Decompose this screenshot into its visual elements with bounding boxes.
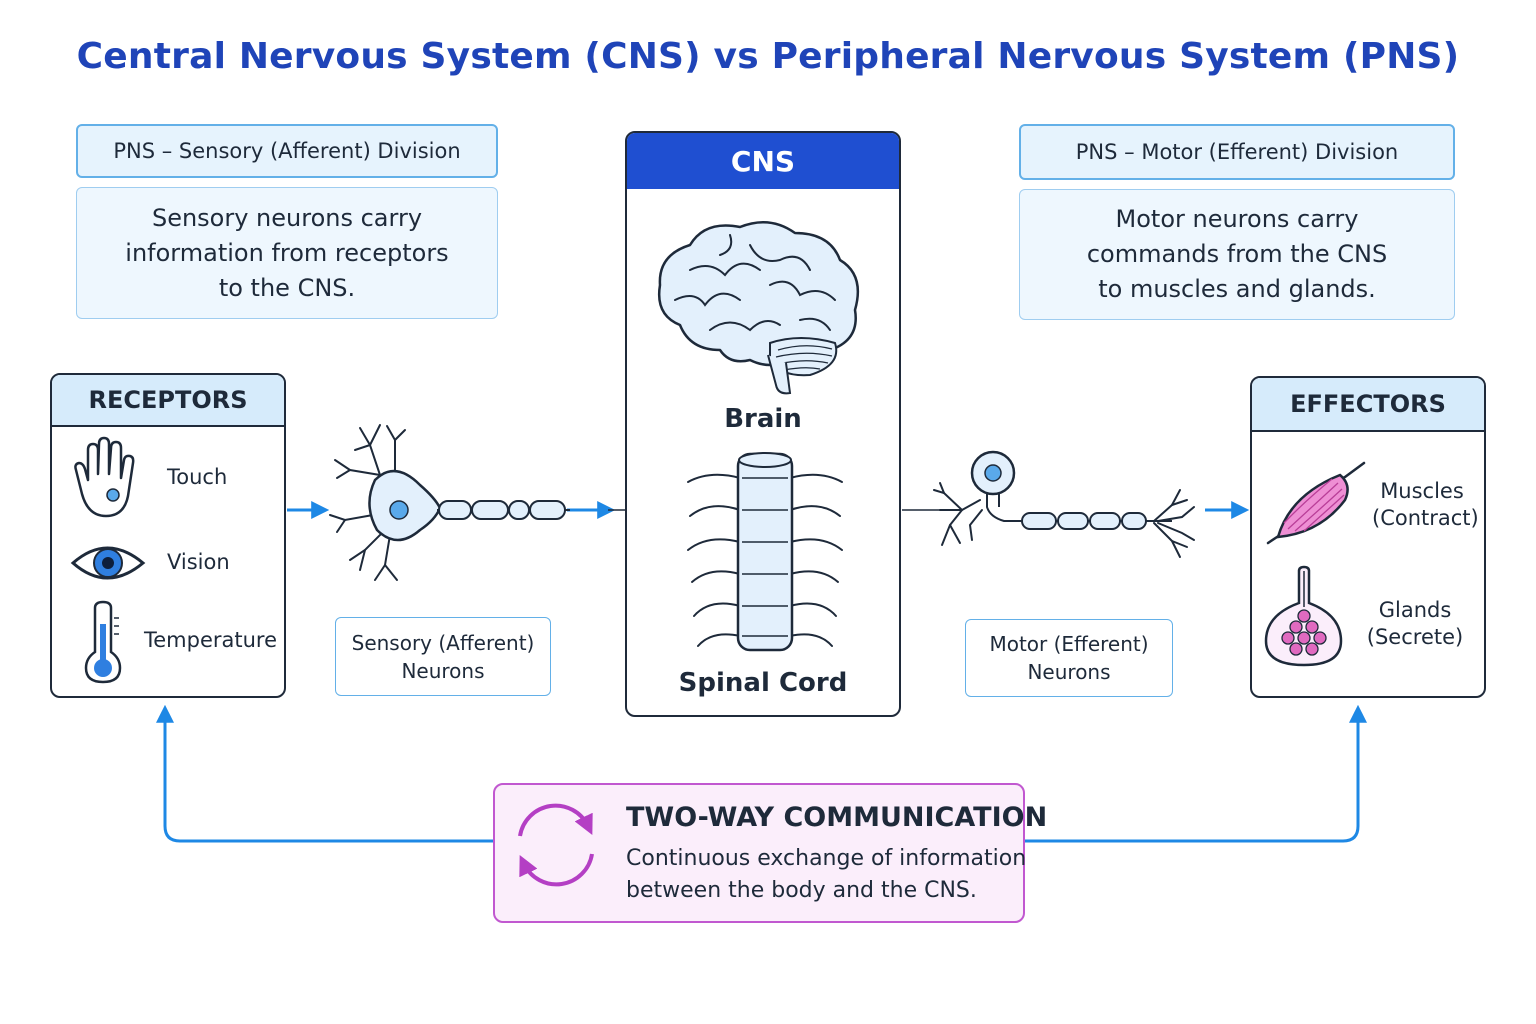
muscle-icon [1266,461,1366,545]
sensory-desc-line: information from receptors [125,238,449,267]
arrow-comm-to-effectors [1025,704,1367,843]
gland-icon [1264,565,1343,667]
sensory-division-heading-text: PNS – Sensory (Afferent) Division [113,139,461,163]
motor-neuron-line: Neurons [1027,660,1111,684]
receptor-label-vision: Vision [167,550,230,574]
motor-desc-line: Motor neurons carry [1115,205,1359,233]
receptor-label-touch: Touch [167,465,228,489]
motor-division-heading: PNS – Motor (Efferent) Division [1019,124,1455,180]
effector-line: (Secrete) [1366,625,1464,649]
communication-line: Continuous exchange of information [626,846,1027,871]
arrow-comm-to-receptors [156,704,493,843]
effector-label-glands: Glands (Secrete) [1365,597,1465,651]
effector-line: Glands [1378,598,1452,622]
receptor-icons [70,436,146,684]
motor-desc-line: to muscles and glands. [1098,275,1376,303]
sensory-desc-line: to the CNS. [218,273,356,302]
hand-icon [74,436,135,518]
effectors-heading: EFFECTORS [1252,378,1484,432]
sensory-neuron-line: Sensory (Afferent) [351,630,535,655]
motor-division-heading-text: PNS – Motor (Efferent) Division [1075,140,1399,164]
effector-line: (Contract) [1372,506,1479,530]
receptors-heading: RECEPTORS [52,375,284,427]
brain-icon [657,220,860,395]
communication-box [493,783,1025,923]
sensory-desc-line: Sensory neurons carry [151,203,423,232]
eye-icon [70,546,146,580]
communication-description: Continuous exchange of information betwe… [626,843,1026,907]
communication-heading: TWO-WAY COMMUNICATION [626,802,1048,833]
motor-neuron-line: Motor (Efferent) [989,632,1149,656]
receptor-label-temperature: Temperature [144,628,278,652]
sensory-neuron-label: Sensory (Afferent) Neurons [335,617,551,696]
motor-division-description: Motor neurons carry commands from the CN… [1019,189,1455,320]
sensory-neuron-icon [329,424,570,581]
sensory-division-heading: PNS – Sensory (Afferent) Division [76,124,498,178]
effector-label-muscles: Muscles (Contract) [1372,478,1479,532]
effector-icons [1264,461,1366,667]
spinal-cord-label: Spinal Cord [678,668,848,698]
page-title: Central Nervous System (CNS) vs Peripher… [76,36,1460,77]
brain-label: Brain [724,404,802,434]
spinal-cord-icon [687,452,843,652]
motor-neuron-icon [933,450,1195,558]
sensory-division-description: Sensory neurons carry information from r… [76,187,498,319]
receptors-panel: RECEPTORS [50,373,286,698]
motor-desc-line: commands from the CNS [1086,240,1388,268]
communication-line: between the body and the CNS. [626,878,977,903]
effector-line: Muscles [1380,479,1464,503]
cns-heading: CNS [627,133,899,189]
two-way-arrows-icon [518,803,594,887]
sensory-neuron-line: Neurons [401,658,485,683]
thermometer-icon [84,600,122,684]
motor-neuron-label: Motor (Efferent) Neurons [965,619,1173,697]
